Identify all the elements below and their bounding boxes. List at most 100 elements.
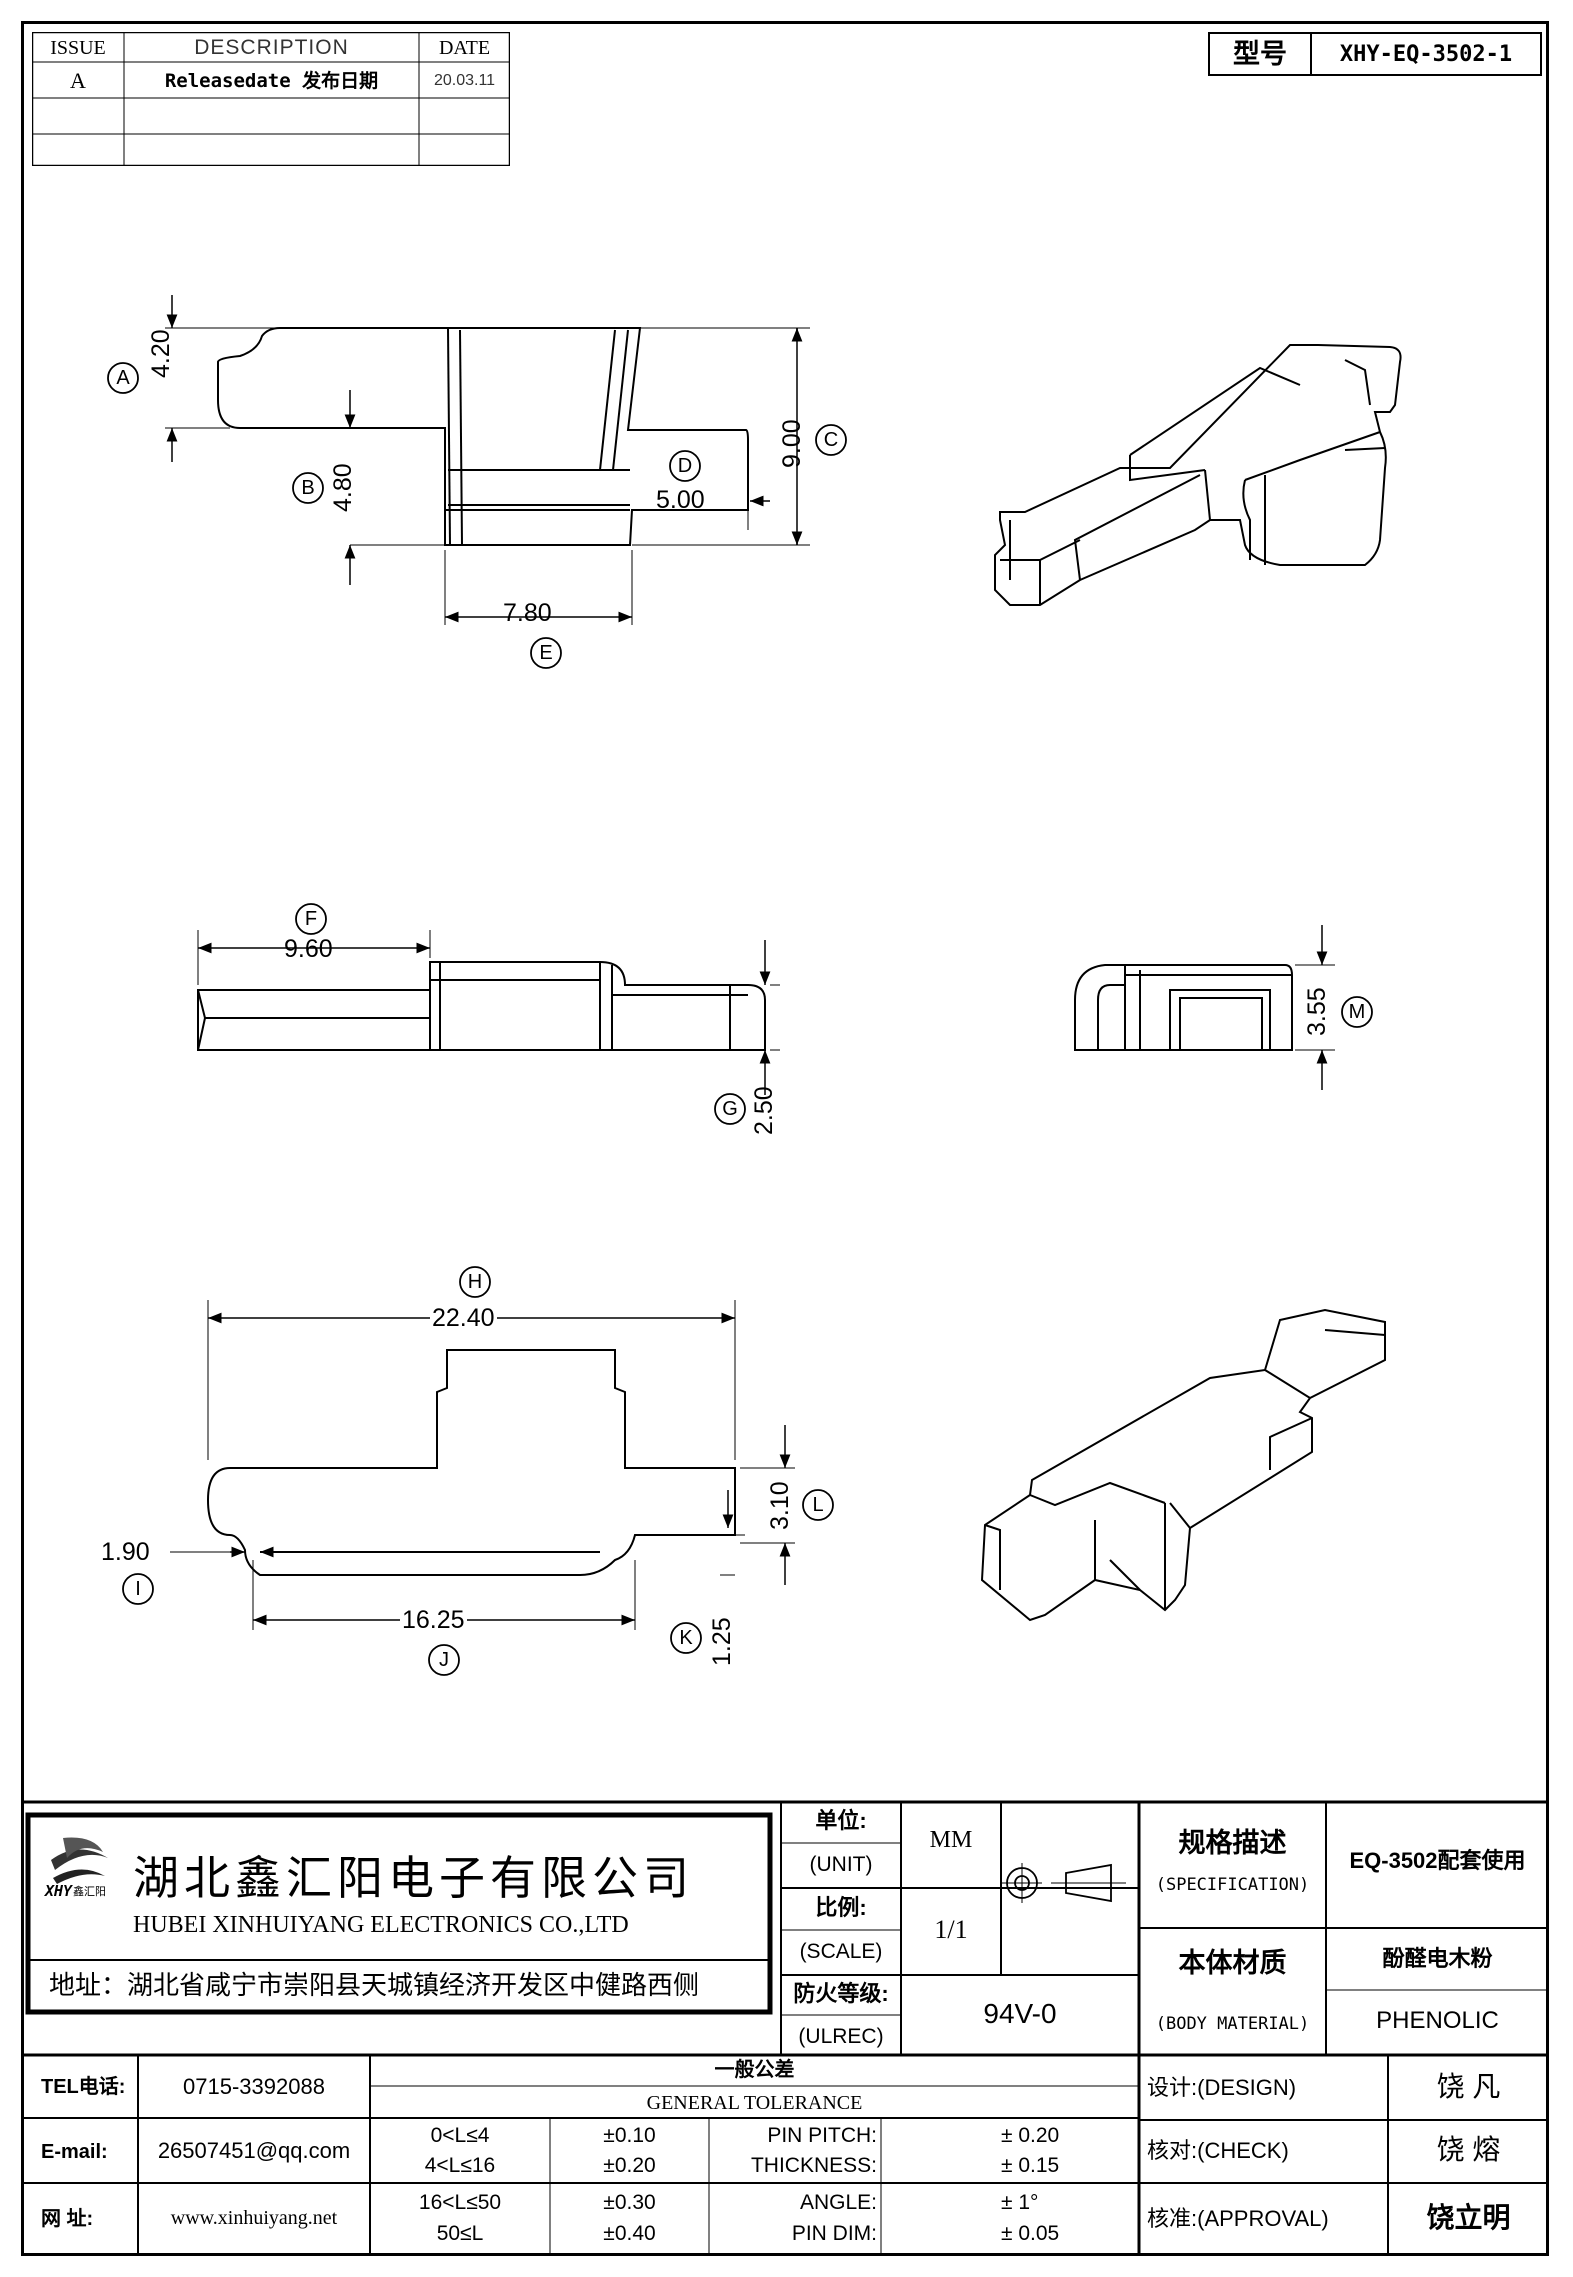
- tolerance-range-3: 16<L≤50: [418, 2191, 502, 2214]
- tolerance-range-2: 4<L≤16: [424, 2154, 496, 2177]
- callout-b: B: [301, 477, 315, 499]
- dim-e-value: 7.80: [503, 599, 552, 627]
- design-value: 饶 凡: [1436, 2071, 1501, 2102]
- tolerance-item-value-1: ± 0.20: [1001, 2124, 1060, 2147]
- scale-label-cn: 比例:: [815, 1895, 867, 1920]
- callout-m: M: [1348, 1001, 1366, 1023]
- spec-value: EQ-3502配套使用: [1349, 1848, 1526, 1873]
- callout-j: J: [439, 1649, 449, 1671]
- bottom-view: [206, 1349, 736, 1576]
- title-block: XHY 鑫汇阳 湖北鑫汇阳电子有限公司 HUBEI XINHUIYANG ELE…: [21, 1800, 1549, 2256]
- model-box: 型号 XHY-EQ-3502-1: [1208, 32, 1542, 76]
- unit-label-cn: 单位:: [815, 1808, 867, 1833]
- tolerance-item-value-2: ± 0.15: [1001, 2154, 1060, 2177]
- technical-drawing: [107, 295, 1402, 1676]
- callout-a: A: [116, 367, 130, 389]
- email-value: 26507451@qq.com: [157, 2138, 351, 2163]
- dim-c-value: 9.00: [778, 419, 806, 468]
- unit-value: MM: [929, 1827, 973, 1853]
- dim-f-value: 9.60: [284, 935, 333, 963]
- dim-h-value: 22.40: [430, 1304, 497, 1332]
- model-box-divider: [1310, 34, 1312, 74]
- dim-b-value: 4.80: [329, 463, 357, 512]
- revision-table: ISSUE DESCRIPTION DATE A Releasedate 发布日…: [32, 32, 510, 166]
- dim-d-value: 5.00: [656, 486, 705, 514]
- web-value: www.xinhuiyang.net: [170, 2207, 338, 2229]
- tel-label: TEL电话:: [41, 2076, 126, 2098]
- tolerance-item-4: PIN DIM:: [791, 2222, 877, 2245]
- dim-j-value: 16.25: [400, 1606, 467, 1634]
- scale-label-en: (SCALE): [799, 1940, 883, 1963]
- iso-view-2: [980, 1308, 1386, 1622]
- callout-h: H: [467, 1271, 483, 1293]
- callout-c: C: [823, 429, 839, 451]
- company-logo: XHY 鑫汇阳: [43, 1830, 113, 1912]
- approval-label: 核准:(APPROVAL): [1147, 2206, 1329, 2231]
- tolerance-range-4: 50≤L: [436, 2222, 484, 2245]
- web-label: 网 址:: [41, 2208, 94, 2230]
- company-address: 地址：湖北省咸宁市崇阳县天城镇经济开发区中健路西侧: [49, 1970, 700, 2000]
- top-view: [217, 327, 749, 546]
- spec-label-en: (SPECIFICATION): [1155, 1875, 1310, 1895]
- dim-l-value: 3.10: [766, 1481, 794, 1530]
- callout-d: D: [677, 455, 693, 477]
- email-label: E-mail:: [41, 2141, 108, 2163]
- tolerance-range-1: 0<L≤4: [430, 2124, 490, 2147]
- tolerance-title-cn: 一般公差: [714, 2059, 795, 2081]
- front-view: [197, 961, 766, 1051]
- tolerance-value-3: ±0.30: [603, 2191, 656, 2214]
- fire-label-cn: 防火等级:: [793, 1981, 889, 2006]
- fire-label-en: (ULREC): [798, 2025, 884, 2048]
- callout-e: E: [539, 642, 553, 664]
- dim-k-value: 1.25: [708, 1617, 736, 1666]
- check-value: 饶 熔: [1436, 2134, 1501, 2165]
- unit-label-en: (UNIT): [809, 1853, 873, 1876]
- revision-table-grid: [32, 32, 510, 166]
- iso-view-1: [994, 344, 1402, 606]
- revision-description-cell: Releasedate 发布日期: [164, 70, 379, 92]
- dim-i-value: 1.90: [101, 1538, 150, 1566]
- material-value-en: PHENOLIC: [1376, 2007, 1499, 2034]
- tolerance-item-value-3: ± 1°: [1001, 2191, 1039, 2214]
- model-number: XHY-EQ-3502-1: [1339, 42, 1513, 67]
- logo-subtext: 鑫汇阳: [73, 1886, 106, 1898]
- tolerance-item-3: ANGLE:: [799, 2191, 877, 2214]
- material-label-cn: 本体材质: [1178, 1948, 1287, 1978]
- callout-g: G: [722, 1098, 738, 1120]
- material-value-cn: 酚醛电木粉: [1382, 1946, 1493, 1971]
- fire-value: 94V-0: [983, 1998, 1057, 2029]
- company-name-en: HUBEI XINHUIYANG ELECTRONICS CO.,LTD: [133, 1912, 629, 1938]
- logo-mark-icon: [51, 1837, 108, 1884]
- scale-value: 1/1: [934, 1915, 968, 1944]
- revision-header-issue: ISSUE: [50, 37, 106, 59]
- callout-l: L: [812, 1494, 824, 1516]
- model-label: 型号: [1233, 39, 1287, 69]
- callout-f: F: [304, 908, 318, 930]
- callout-k: K: [679, 1627, 693, 1649]
- tolerance-value-1: ±0.10: [603, 2124, 656, 2147]
- tolerance-item-value-4: ± 0.05: [1001, 2222, 1060, 2245]
- dim-a-value: 4.20: [147, 329, 175, 378]
- revision-date-cell: 20.03.11: [433, 72, 496, 89]
- tolerance-item-1: PIN PITCH:: [767, 2124, 877, 2147]
- spec-label-cn: 规格描述: [1178, 1828, 1287, 1858]
- title-block-grid: [21, 1800, 1549, 2256]
- material-label-en: (BODY MATERIAL): [1155, 2014, 1310, 2034]
- dim-g-value: 2.50: [750, 1086, 778, 1135]
- dim-m-value: 3.55: [1303, 987, 1331, 1036]
- check-label: 核对:(CHECK): [1147, 2138, 1289, 2163]
- revision-header-description: DESCRIPTION: [194, 36, 349, 59]
- tolerance-value-2: ±0.20: [603, 2154, 656, 2177]
- tolerance-value-4: ±0.40: [603, 2222, 656, 2245]
- tolerance-item-2: THICKNESS:: [750, 2154, 877, 2177]
- revision-issue-cell: A: [70, 68, 86, 93]
- side-view: [1074, 964, 1293, 1051]
- drawing-frame: [21, 21, 1549, 2256]
- company-name-cn: 湖北鑫汇阳电子有限公司: [133, 1853, 694, 1904]
- tel-value: 0715-3392088: [183, 2074, 325, 2099]
- logo-text: XHY: [45, 1882, 73, 1900]
- tolerance-title-en: GENERAL TOLERANCE: [646, 2092, 863, 2114]
- approval-value: 饶立明: [1426, 2202, 1511, 2233]
- design-label: 设计:(DESIGN): [1147, 2075, 1297, 2100]
- callout-i: I: [135, 1578, 141, 1600]
